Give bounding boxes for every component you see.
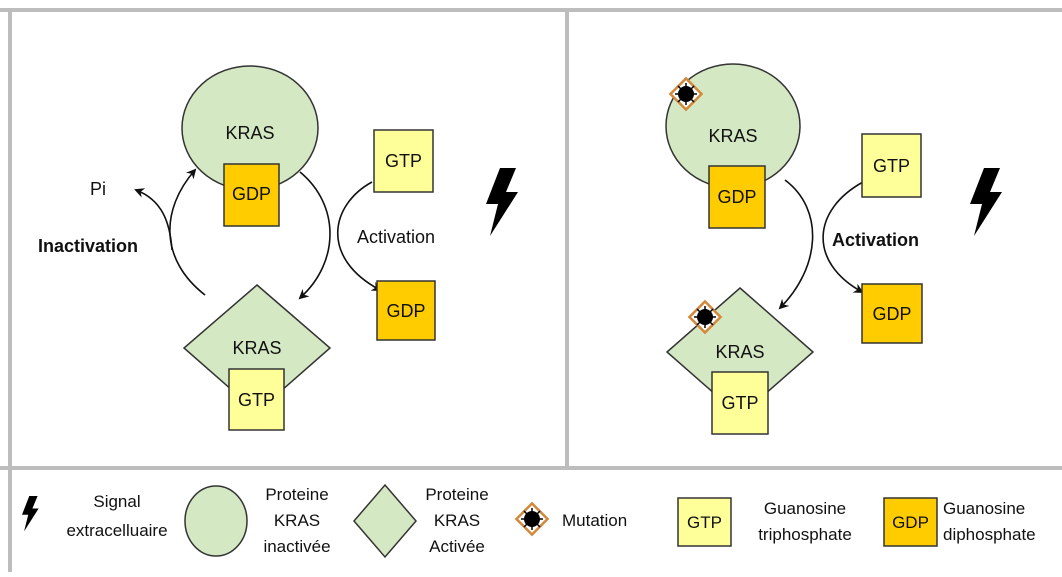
left-gtp-bound-box: [228, 368, 285, 431]
left-gtp-incoming-label: GTP: [385, 151, 422, 171]
left-gdp-bound-label: GDP: [232, 184, 271, 204]
right-gtp-in-arc: [822, 181, 864, 293]
right-activation-label: Activation: [832, 230, 919, 250]
legend-gdp-box-label: GDP: [892, 513, 929, 532]
left-gtp-incoming-box: [373, 129, 434, 193]
left-gdp-released-box: [376, 280, 436, 341]
legend-gdp-line2: diphosphate: [943, 525, 1036, 544]
right-gtp-bound-label: GTP: [721, 393, 758, 413]
legend-kras-inactive-shape: [184, 485, 248, 557]
left-kras-inactive-label: KRAS: [225, 123, 274, 143]
right-gtp-incoming-label: GTP: [873, 156, 910, 176]
left-panel: KRAS GDP KRAS GTP GTP GDP Pi Inactivatio…: [38, 65, 518, 431]
legend-kras-inactive-line1: Proteine: [265, 485, 328, 504]
right-gdp-bound-box: [708, 165, 766, 229]
legend-kras-active-shape: [353, 483, 417, 559]
left-lightning-bolt-icon: [486, 168, 518, 236]
legend: Signal extracelluaire Proteine KRAS inac…: [22, 483, 1036, 559]
legend-kras-active-line2: KRAS: [434, 511, 480, 530]
left-gtp-in-arc: [336, 181, 382, 291]
right-kras-inactive-label: KRAS: [708, 126, 757, 146]
legend-gtp-box: [677, 497, 732, 547]
right-activation-arc: [778, 179, 814, 310]
legend-gtp-line2: triphosphate: [758, 525, 852, 544]
right-gdp-released-label: GDP: [872, 304, 911, 324]
left-inactivation-label: Inactivation: [38, 236, 138, 256]
legend-gtp-line1: Guanosine: [764, 499, 846, 518]
right-kras-active-label: KRAS: [715, 342, 764, 362]
legend-mutation-marker-icon: [515, 502, 549, 536]
left-kras-active-label: KRAS: [232, 338, 281, 358]
legend-mutation-label: Mutation: [562, 511, 627, 530]
legend-lightning-bolt-icon: [22, 496, 39, 532]
left-gdp-bound-box: [223, 163, 280, 227]
right-gtp-incoming-box: [861, 133, 922, 198]
legend-kras-inactive-line3: inactivée: [263, 537, 330, 556]
legend-signal-line2: extracelluaire: [66, 521, 167, 540]
legend-gtp-box-label: GTP: [687, 513, 722, 532]
right-panel: KRAS GDP KRAS GTP GTP GDP Activation: [665, 63, 1002, 435]
right-lightning-bolt-icon: [970, 168, 1002, 236]
legend-gdp-box: [883, 497, 938, 547]
right-gdp-bound-label: GDP: [717, 187, 756, 207]
left-activation-arc: [298, 171, 331, 300]
left-pi-arc: [134, 188, 173, 251]
right-gdp-released-box: [861, 283, 923, 344]
left-pi-label: Pi: [90, 179, 106, 199]
legend-gdp-line1: Guanosine: [943, 499, 1025, 518]
left-inactivation-arc: [169, 168, 206, 296]
legend-kras-active-line1: Proteine: [425, 485, 488, 504]
left-activation-label: Activation: [357, 227, 435, 247]
left-gdp-released-label: GDP: [386, 301, 425, 321]
left-gtp-bound-label: GTP: [238, 390, 275, 410]
panel-frames: [0, 8, 1062, 572]
right-gtp-bound-box: [711, 371, 769, 435]
legend-kras-inactive-line2: KRAS: [274, 511, 320, 530]
legend-signal-line1: Signal: [93, 492, 140, 511]
legend-kras-active-line3: Activée: [429, 537, 485, 556]
